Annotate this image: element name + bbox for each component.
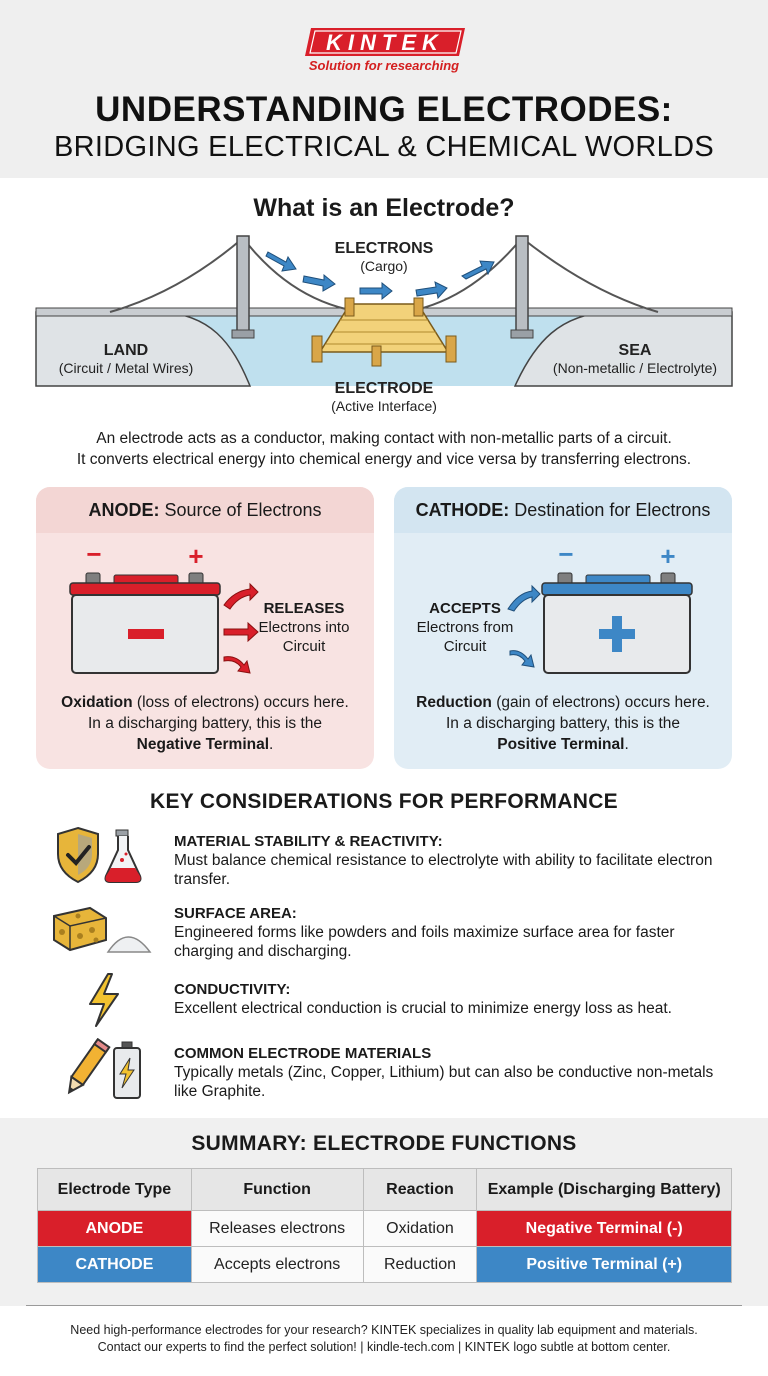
page-title: UNDERSTANDING ELECTRODES: <box>95 90 673 129</box>
lightning-icon <box>89 973 119 1027</box>
section-heading-what: What is an Electrode? <box>253 194 515 222</box>
cathode-card-header: CATHODE: Destination for Electrons <box>394 487 732 533</box>
bridge-illustration <box>35 235 733 387</box>
table-cell: CATHODE <box>37 1246 192 1283</box>
pencil-battery-icon <box>67 1038 141 1099</box>
table-cell: Negative Terminal (-) <box>476 1210 732 1247</box>
table-row: ANODE Releases electrons Oxidation Negat… <box>37 1210 732 1247</box>
column-header: Reaction <box>362 1168 478 1211</box>
electrons-label: ELECTRONS(Cargo) <box>334 240 434 274</box>
electrode-description: An electrode acts as a conductor, making… <box>76 430 692 468</box>
cathode-description: Reduction (gain of electrons) occurs her… <box>416 694 710 753</box>
key-item-stability: MATERIAL STABILITY & REACTIVITY:Must bal… <box>174 833 713 888</box>
logo-text: KINTEK <box>326 30 444 55</box>
page-subtitle: BRIDGING ELECTRICAL & CHEMICAL WORLDS <box>54 131 714 163</box>
table-cell: Oxidation <box>362 1210 478 1247</box>
tower-right <box>515 235 529 333</box>
footer-divider <box>26 1305 742 1306</box>
minus-sign: − <box>558 539 573 569</box>
key-item-surface-area: SURFACE AREA:Engineered forms like powde… <box>174 905 675 960</box>
footer-text: Need high-performance electrodes for you… <box>70 1323 698 1354</box>
table-cell: ANODE <box>37 1210 192 1247</box>
table-cell: Accepts electrons <box>190 1246 364 1283</box>
section-heading-key: KEY CONSIDERATIONS FOR PERFORMANCE <box>150 790 618 813</box>
release-arrows-icon <box>223 582 259 674</box>
kintek-logo: KINTEK <box>305 28 465 56</box>
cathode-battery-illustration: − + <box>507 539 693 674</box>
shield-flask-icon <box>57 826 142 884</box>
land-label: LAND(Circuit / Metal Wires) <box>58 342 194 376</box>
anode-description: Oxidation (loss of electrons) occurs her… <box>61 694 349 753</box>
sponge-powder-icon <box>53 906 152 953</box>
logo-tagline: Solution for researching <box>308 58 460 73</box>
accept-arrows-icon <box>507 584 541 668</box>
table-cell: Positive Terminal (+) <box>476 1246 732 1283</box>
electrode-label: ELECTRODE(Active Interface) <box>331 380 437 414</box>
table-cell: Releases electrons <box>190 1210 364 1247</box>
anode-card-header: ANODE: Source of Electrons <box>36 487 374 533</box>
table-row: CATHODE Accepts electrons Reduction Posi… <box>37 1246 732 1283</box>
sea-label: SEA(Non-metallic / Electrolyte) <box>552 342 718 376</box>
minus-symbol-icon <box>128 629 164 639</box>
key-item-conductivity: CONDUCTIVITY:Excellent electrical conduc… <box>174 981 672 1017</box>
column-header: Electrode Type <box>37 1168 192 1211</box>
summary-table: Electrode Type Function Reaction Example… <box>37 1168 732 1283</box>
anode-battery-illustration: − + <box>69 539 259 674</box>
cathode-card: CATHODE: Destination for Electrons − + A… <box>394 487 732 769</box>
tower-left <box>236 235 250 333</box>
table-cell: Reduction <box>362 1246 478 1283</box>
plus-sign: + <box>188 541 203 571</box>
column-header: Example (Discharging Battery) <box>476 1168 732 1211</box>
column-header: Function <box>190 1168 364 1211</box>
electron-arrows <box>265 251 495 301</box>
table-header-row: Electrode Type Function Reaction Example… <box>37 1168 732 1211</box>
plus-sign: + <box>660 541 675 571</box>
minus-sign: − <box>86 539 101 569</box>
section-heading-summary: SUMMARY: ELECTRODE FUNCTIONS <box>191 1132 577 1155</box>
